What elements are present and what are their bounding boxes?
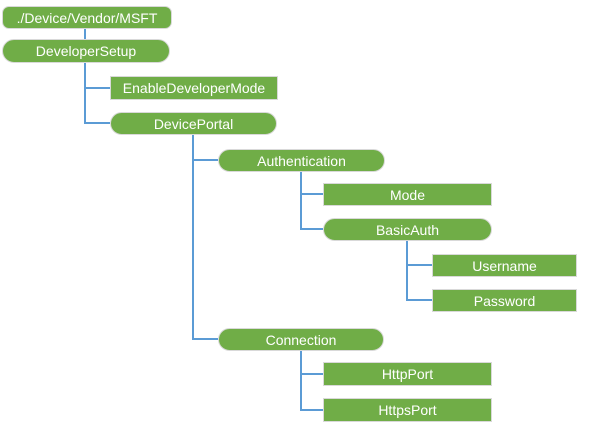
connector-line <box>192 135 194 340</box>
tree-node-device-portal: DevicePortal <box>110 112 277 135</box>
tree-node-password: Password <box>432 289 577 312</box>
connector-line <box>86 87 110 89</box>
connector-line <box>300 172 302 230</box>
tree-node-mode: Mode <box>323 183 492 206</box>
tree-node-http-port: HttpPort <box>323 362 492 386</box>
tree-node-developer-setup: DeveloperSetup <box>2 39 170 63</box>
connector-line <box>84 28 86 39</box>
connector-line <box>408 299 432 301</box>
connector-line <box>302 193 323 195</box>
tree-node-enable-developer-mode: EnableDeveloperMode <box>110 76 278 100</box>
tree-node-https-port: HttpsPort <box>323 398 492 422</box>
tree-node-authentication: Authentication <box>218 149 385 172</box>
connector-line <box>302 228 323 230</box>
tree-node-username: Username <box>432 254 577 277</box>
connector-line <box>408 264 432 266</box>
connector-line <box>86 122 110 124</box>
connector-line <box>194 159 218 161</box>
tree-node-basic-auth: BasicAuth <box>323 218 492 241</box>
connector-line <box>194 338 218 340</box>
tree-node-connection: Connection <box>218 328 384 351</box>
tree-node-device-vendor-msft: ./Device/Vendor/MSFT <box>2 6 172 29</box>
connector-line <box>300 351 302 411</box>
connector-line <box>302 373 323 375</box>
connector-line <box>406 241 408 301</box>
connector-line <box>302 409 323 411</box>
connector-line <box>84 63 86 124</box>
